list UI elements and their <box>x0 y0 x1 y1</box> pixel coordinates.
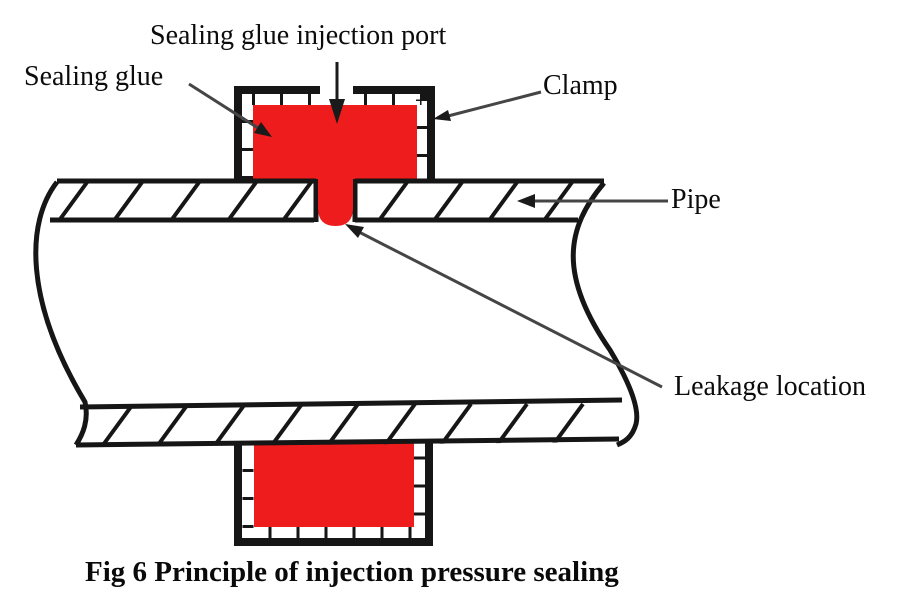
leader-leakage-line <box>358 230 663 389</box>
glue-leak-column <box>318 179 353 226</box>
pipe-bottom-wall-body <box>76 400 622 446</box>
leader-clamp-arrowhead-icon <box>433 110 451 121</box>
leader-pipe <box>517 194 668 208</box>
leader-pipe-arrowhead-icon <box>517 194 535 208</box>
injection-arrowhead-icon <box>329 99 345 124</box>
leader-clamp-line <box>447 90 542 118</box>
leader-leakage-arrowhead-icon <box>345 224 364 238</box>
clamp-bottom <box>234 441 433 546</box>
leader-leakage <box>345 224 663 389</box>
label-clamp: Clamp <box>543 70 618 101</box>
pipe-bottom-wall-lines <box>75 397 623 448</box>
leader-sealing-glue-line <box>188 82 259 130</box>
injection-arrow <box>329 62 345 124</box>
pipe-bottom-wall <box>76 400 622 446</box>
pipe-top-wall-lines <box>50 178 604 223</box>
label-sealing-glue: Sealing glue <box>24 61 164 92</box>
leader-sealing-glue <box>188 82 272 137</box>
label-pipe: Pipe <box>671 184 721 215</box>
sealing-glue-bottom <box>254 443 414 527</box>
pipe-break-left <box>33 180 89 447</box>
figure-caption: Fig 6 Principle of injection pressure se… <box>85 556 619 588</box>
clamp-bottom-band-hatch-ticks <box>242 441 425 538</box>
leader-clamp <box>433 90 542 121</box>
label-leakage-location: Leakage location <box>674 371 867 402</box>
leader-sealing-glue-arrowhead-icon <box>254 122 272 137</box>
label-injection-port: Sealing glue injection port <box>150 20 447 51</box>
